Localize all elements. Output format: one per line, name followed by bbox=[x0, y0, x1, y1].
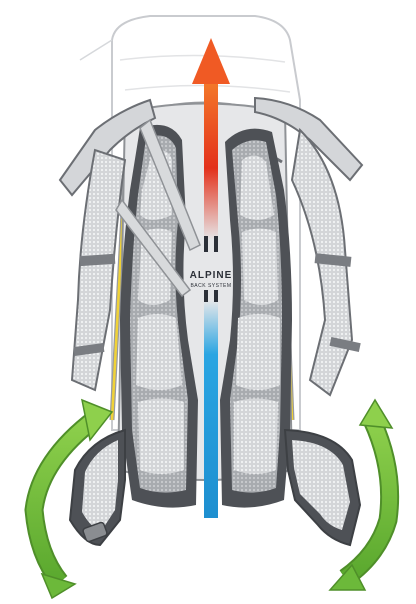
left-back-pad bbox=[120, 124, 198, 508]
swing-arrow-icon bbox=[328, 398, 400, 591]
right-hip-belt bbox=[283, 428, 362, 547]
alpine-back-system-logo: ALPINE BACK SYSTEM bbox=[190, 270, 233, 289]
logo-line-2: BACK SYSTEM bbox=[190, 283, 231, 289]
left-shoulder-strap bbox=[58, 98, 157, 392]
right-back-pad bbox=[220, 128, 292, 508]
right-shoulder-strap bbox=[254, 96, 364, 397]
swing-arrow-icon bbox=[24, 398, 114, 600]
logo-line-1: ALPINE bbox=[190, 270, 233, 281]
load-lifter-band bbox=[115, 118, 201, 298]
left-hip-belt bbox=[68, 428, 126, 547]
airflow-arrow-icon bbox=[192, 38, 230, 518]
